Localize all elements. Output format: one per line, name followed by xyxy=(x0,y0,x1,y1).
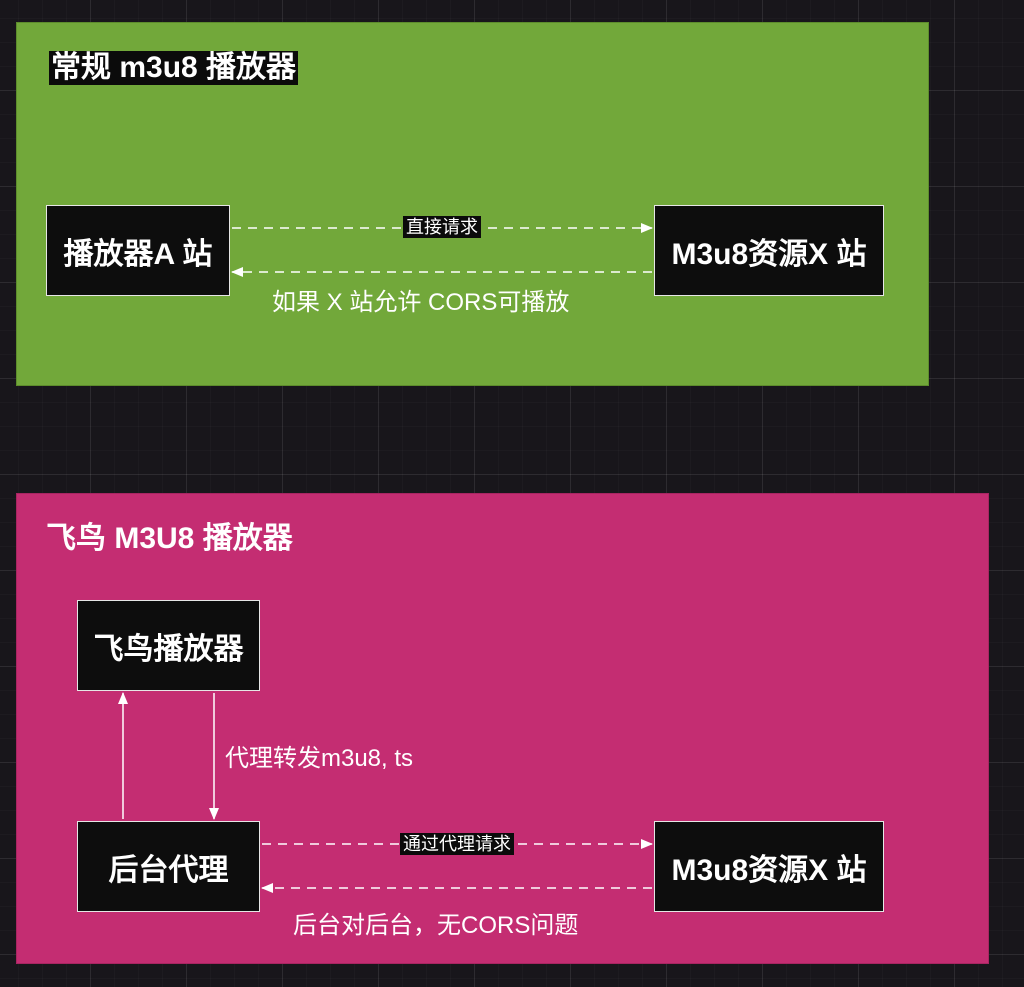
proxy-request-label: 通过代理请求 xyxy=(400,833,514,855)
feiniao-panel-title: 飞鸟 M3U8 播放器 xyxy=(46,522,293,555)
direct-request-label: 直接请求 xyxy=(403,216,481,238)
backend-response-label: 后台对后台，无CORS问题 xyxy=(293,912,579,939)
m3u8-source-node-proxied[interactable]: M3u8资源X 站 xyxy=(654,821,884,912)
feiniao-player-node[interactable]: 飞鸟播放器 xyxy=(77,600,260,691)
cors-response-label: 如果 X 站允许 CORS可播放 xyxy=(272,289,570,316)
m3u8-source-node[interactable]: M3u8资源X 站 xyxy=(654,205,884,296)
regular-panel-title: 常规 m3u8 播放器 xyxy=(49,51,299,85)
player-a-node[interactable]: 播放器A 站 xyxy=(46,205,230,296)
proxy-forward-label: 代理转发m3u8, ts xyxy=(225,745,414,772)
backend-proxy-node[interactable]: 后台代理 xyxy=(77,821,260,912)
